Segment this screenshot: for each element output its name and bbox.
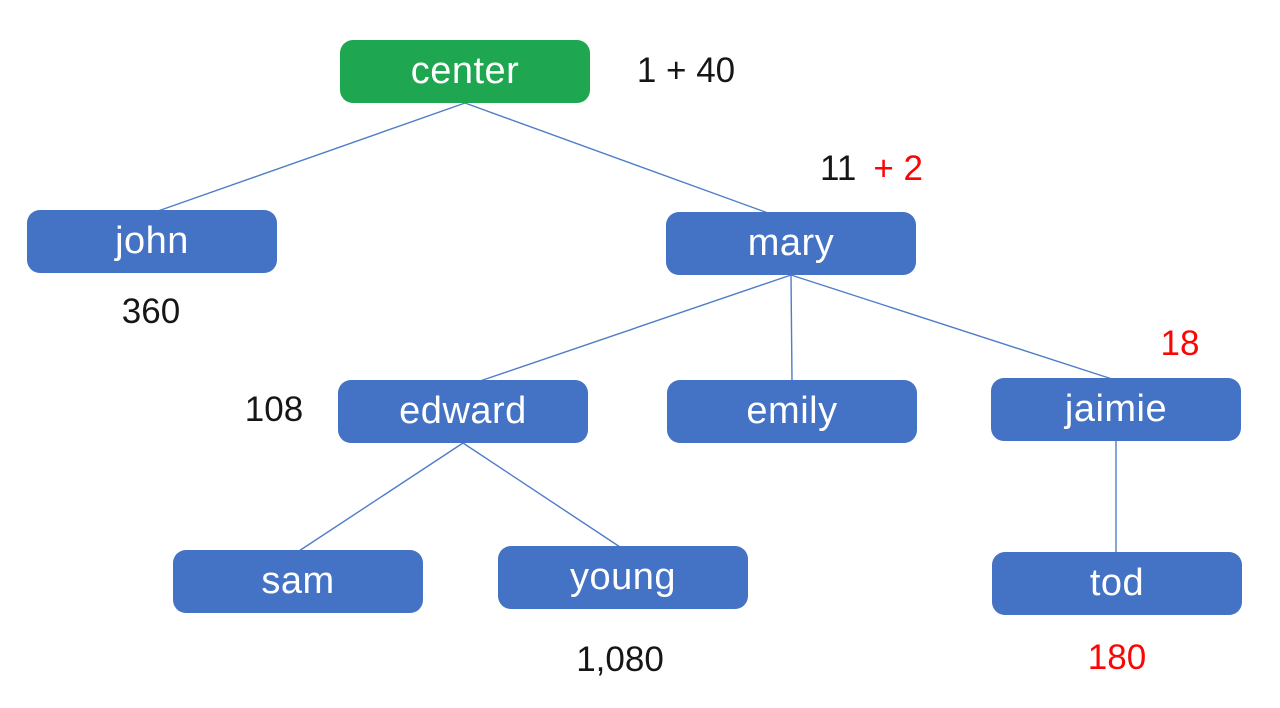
annotation-john-value: 360 xyxy=(121,292,181,331)
edge-mary-emily xyxy=(790,274,793,382)
node-john: john xyxy=(27,210,277,273)
node-sam: sam xyxy=(173,550,423,613)
edge-center-john xyxy=(157,102,466,212)
edge-mary-jaimie xyxy=(790,274,1113,380)
edge-center-mary xyxy=(464,102,769,214)
node-tod: tod xyxy=(992,552,1242,615)
annotation-mary-value: 11 + 2 xyxy=(820,151,923,186)
node-young: young xyxy=(498,546,748,609)
annotation-mary-base: 11 xyxy=(820,149,857,188)
annotation-center-value: 1 + 40 xyxy=(636,51,736,90)
annotation-young-value: 1,080 xyxy=(576,640,664,679)
edge-edward-young xyxy=(462,442,621,548)
node-jaimie: jaimie xyxy=(991,378,1241,441)
annotation-jaimie-value: 18 xyxy=(1160,324,1200,363)
annotation-tod-value: 180 xyxy=(1087,638,1147,677)
node-edward: edward xyxy=(338,380,588,443)
node-center: center xyxy=(340,40,590,103)
annotation-mary-delta: + 2 xyxy=(873,149,923,188)
edge-mary-edward xyxy=(479,274,792,382)
node-mary: mary xyxy=(666,212,916,275)
node-emily: emily xyxy=(667,380,917,443)
edge-edward-sam xyxy=(298,442,464,552)
annotation-edward-value: 108 xyxy=(244,390,304,429)
